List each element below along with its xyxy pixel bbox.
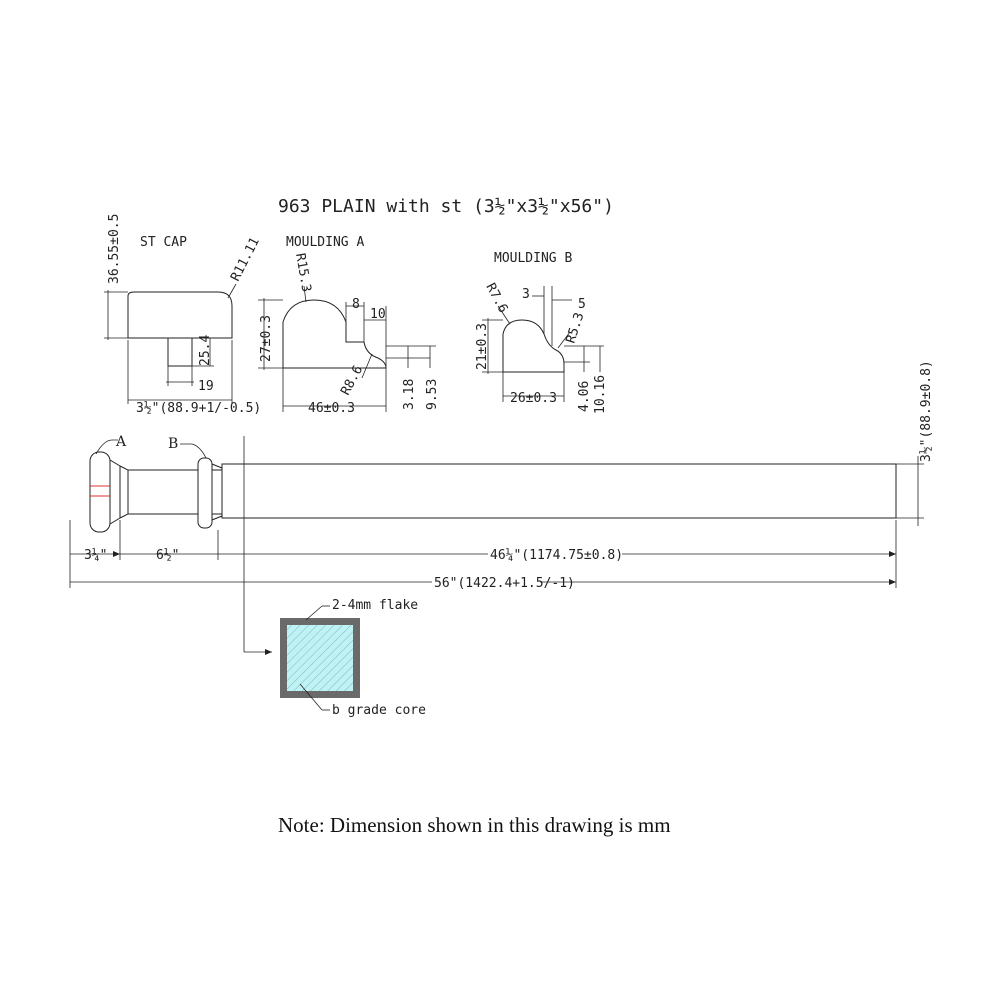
st-cap-height-dim: 36.55±0.5: [107, 214, 122, 284]
section-core: [287, 625, 353, 691]
drawing-title: 963 PLAIN with st (3½"x3½"x56"): [278, 196, 614, 217]
moulding-b-dim-b: 10.16: [593, 375, 608, 414]
elevation-cap: [89, 451, 111, 533]
moulding-b-profile: [502, 319, 565, 373]
moulding-a-step-2: 10: [370, 307, 386, 322]
moulding-a-height: 27±0.3: [259, 315, 274, 362]
elevation-height-dim: 3½"(88.9±0.8): [919, 360, 934, 462]
marker-b: B: [168, 436, 178, 452]
st-cap-pin: [167, 337, 193, 367]
moulding-b-width: 26±0.3: [510, 391, 557, 406]
moulding-b-dim-a: 4.06: [577, 381, 592, 412]
overall-length: 56"(1422.4+1.5/-1): [434, 576, 575, 591]
drawing-note: Note: Dimension shown in this drawing is…: [278, 813, 671, 837]
moulding-a-dim-b: 9.53: [425, 379, 440, 410]
core-label: b grade core: [332, 703, 426, 718]
flake-label: 2-4mm flake: [332, 598, 418, 613]
moulding-a-dim-a: 3.18: [402, 379, 417, 410]
moulding-a-profile: [282, 299, 387, 369]
moulding-a-view: MOULDING A R15.3 27±0.3 8 10 R8.6 46±0.3…: [258, 235, 440, 416]
st-cap-pin-width: 19: [198, 379, 214, 394]
moulding-b-view: MOULDING B R7.6 3 5 R5.3 21±0.3 26±0.3 4…: [475, 251, 608, 414]
st-cap-pin-height: 25.4: [198, 335, 213, 366]
st-cap-view: ST CAP 36.55±0.5 R11.11 25.4 19 3½"(88.9…: [104, 214, 263, 416]
elevation-main-shaft: [221, 463, 897, 519]
st-cap-width: 3½"(88.9+1/-0.5): [136, 401, 261, 416]
dim-segment-1: 3¼": [84, 548, 107, 563]
moulding-b-label: MOULDING B: [494, 251, 572, 266]
cross-section: 2-4mm flake b grade core: [244, 598, 426, 718]
st-cap-radius: R11.11: [228, 235, 263, 284]
st-cap-label: ST CAP: [140, 235, 187, 250]
moulding-b-radius-side: R5.3: [564, 311, 588, 345]
moulding-a-radius-top: R15.3: [292, 252, 314, 293]
moulding-a-step-1: 8: [352, 297, 360, 312]
elevation-moulding-b: [197, 457, 213, 529]
marker-a: A: [115, 434, 127, 450]
moulding-b-dim-top-1: 3: [522, 287, 530, 302]
moulding-a-label: MOULDING A: [286, 235, 364, 250]
dim-segment-2: 6½": [156, 548, 179, 563]
elevation-moulding-a: [119, 465, 129, 519]
post-elevation: A B 3½"(88.9±0.8) 3¼" 6½" 46¼"(1174.75±0…: [69, 360, 934, 652]
moulding-a-width: 46±0.3: [308, 401, 355, 416]
moulding-b-dim-top-2: 5: [578, 297, 586, 312]
moulding-b-height: 21±0.3: [475, 323, 490, 370]
dim-segment-3: 46¼"(1174.75±0.8): [490, 548, 623, 563]
moulding-b-radius-top: R7.6: [482, 281, 510, 316]
st-cap-outline: [127, 291, 233, 339]
